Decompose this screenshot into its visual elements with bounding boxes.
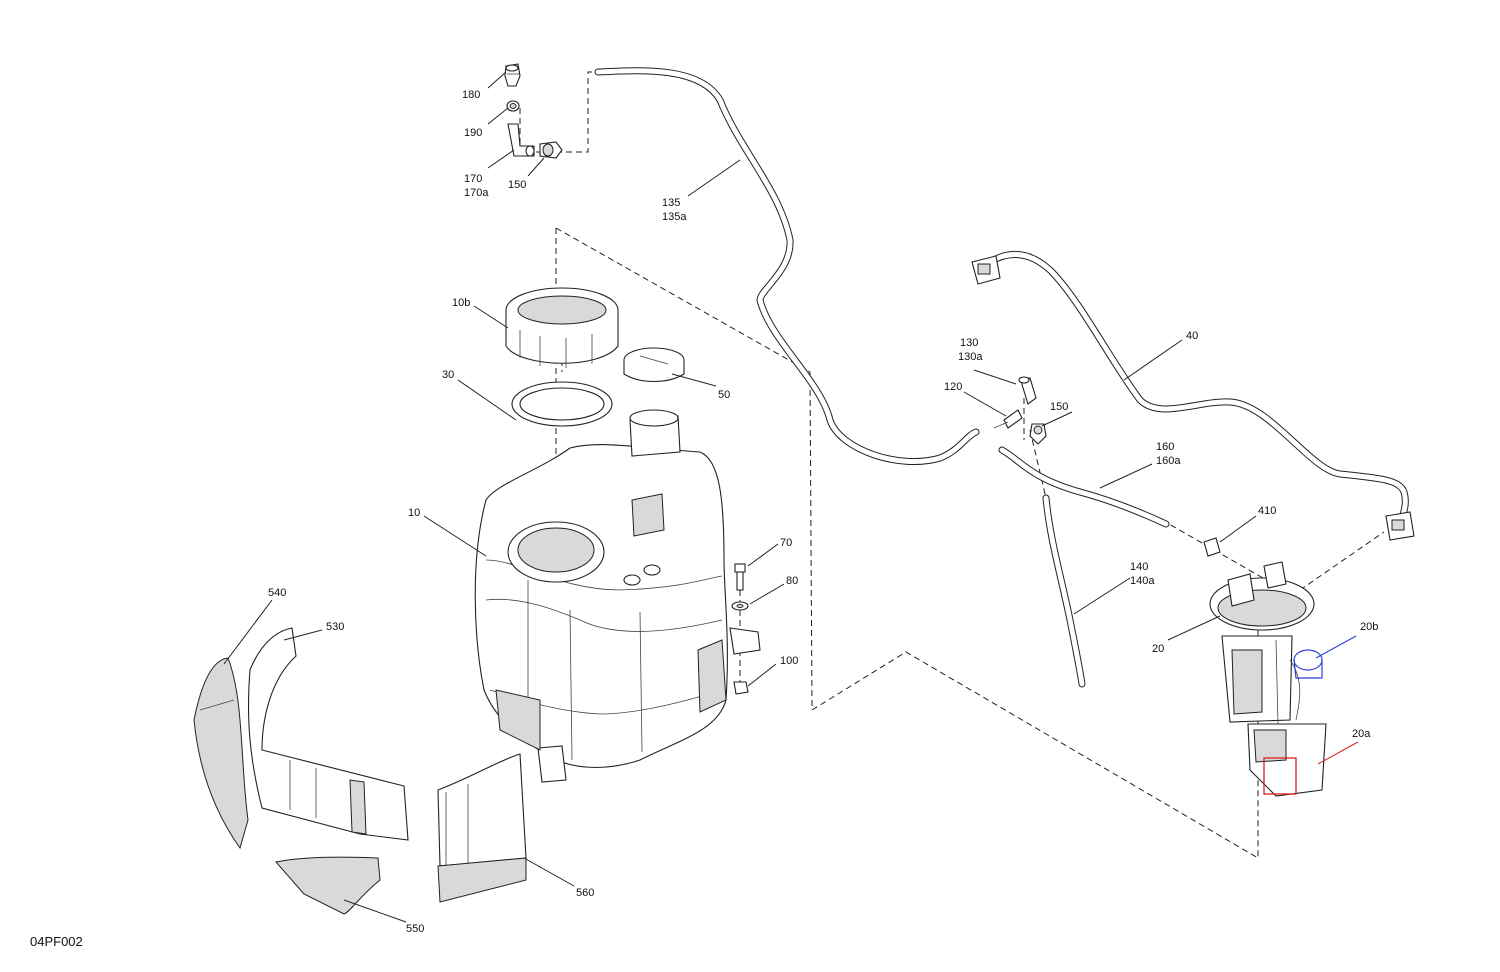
callout-540: 540 <box>268 587 286 599</box>
callout-100: 100 <box>780 655 798 667</box>
clamp-190 <box>506 100 520 112</box>
fuel-line-40 <box>986 250 1409 530</box>
callout-10: 10 <box>408 507 420 519</box>
callout-20b: 20b <box>1360 621 1378 633</box>
callout-120: 120 <box>944 381 962 393</box>
callout-80: 80 <box>786 575 798 587</box>
connector-40-right <box>1385 511 1415 541</box>
connector-40-left <box>971 255 1001 285</box>
callout-560: 560 <box>576 887 594 899</box>
callout-140a: 140a <box>1130 575 1155 587</box>
callout-130a: 130a <box>958 351 983 363</box>
callout-180: 180 <box>462 89 480 101</box>
fuel-pump-module-20 <box>1209 561 1327 797</box>
callout-135a: 135a <box>662 211 687 223</box>
clip-410 <box>1203 537 1221 557</box>
breather-hose-135 <box>594 67 980 465</box>
callout-30: 30 <box>442 369 454 381</box>
leader-lines <box>223 71 1359 923</box>
washer-80 <box>731 601 749 611</box>
heat-shield-530 <box>247 627 409 841</box>
fitting-130 <box>1018 376 1037 405</box>
callout-150-top: 150 <box>508 179 526 191</box>
callout-550: 550 <box>406 923 424 935</box>
lock-ring-10b <box>505 287 619 368</box>
callout-140: 140 <box>1130 561 1148 573</box>
fitting-180 <box>504 63 521 87</box>
callout-190: 190 <box>464 127 482 139</box>
callout-20a: 20a <box>1352 728 1371 740</box>
valve-150-mid <box>1029 423 1047 445</box>
heat-shield-560 <box>437 753 527 903</box>
callout-labels: 180 190 170 170a 150 135 135a 10b 30 50 … <box>268 89 1378 935</box>
hose-140 <box>1042 494 1086 688</box>
callout-135: 135 <box>662 197 680 209</box>
figure-code: 04PF002 <box>30 934 83 949</box>
elbow-170 <box>507 123 535 157</box>
heat-shield-540 <box>193 657 249 850</box>
heat-shield-550 <box>275 856 381 915</box>
callout-170: 170 <box>464 173 482 185</box>
callout-20: 20 <box>1152 643 1164 655</box>
callout-530: 530 <box>326 621 344 633</box>
callout-70: 70 <box>780 537 792 549</box>
hose-160 <box>998 446 1170 528</box>
fitting-120 <box>993 409 1023 429</box>
pump-strainer-20a <box>1263 757 1297 795</box>
callout-160: 160 <box>1156 441 1174 453</box>
fuel-cap-50 <box>623 347 685 382</box>
callout-130: 130 <box>960 337 978 349</box>
callout-150-mid: 150 <box>1050 401 1068 413</box>
pump-filter-20b <box>1293 649 1323 679</box>
nut-100 <box>733 681 749 695</box>
callout-170a: 170a <box>464 187 489 199</box>
callout-10b: 10b <box>452 297 470 309</box>
fuel-tank-10 <box>474 409 761 783</box>
callout-410: 410 <box>1258 505 1276 517</box>
valve-150-top <box>539 141 563 159</box>
bolt-70 <box>734 563 746 591</box>
callout-50: 50 <box>718 389 730 401</box>
callout-40: 40 <box>1186 330 1198 342</box>
seal-30 <box>511 381 613 427</box>
callout-160a: 160a <box>1156 455 1181 467</box>
